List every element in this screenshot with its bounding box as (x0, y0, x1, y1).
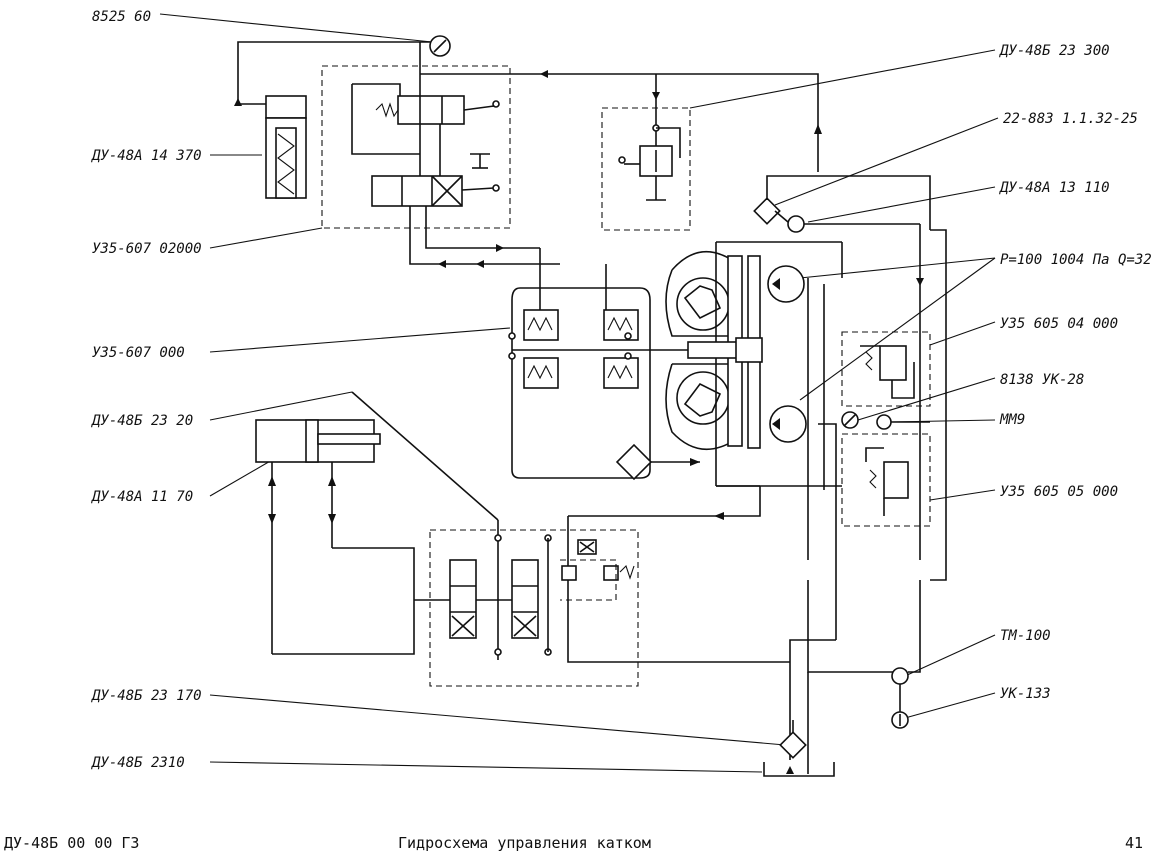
page-number: 41 (1125, 834, 1143, 852)
label-22-883: 22-883 1.1.32-25 (1003, 111, 1138, 127)
label-du48b-2320: ДУ-48Б 23 20 (91, 413, 193, 429)
relief-valve-23300 (601, 74, 691, 231)
valve-block-02000 (321, 65, 560, 268)
label-du48b-23300: ДУ-48Б 23 300 (999, 43, 1110, 59)
label-tm100: ТМ-100 (1000, 628, 1051, 644)
label-du48a-14370: ДУ-48А 14 370 (91, 148, 202, 164)
label-u35-607-000: У35-607 000 (92, 345, 185, 361)
label-du48b-2310: ДУ-48Б 2310 (91, 755, 185, 771)
sensor-uk133 (891, 711, 909, 729)
return-filter-23170 (779, 720, 807, 759)
doc-code: ДУ-48Б 00 00 ГЗ (4, 834, 139, 852)
label-u35-605-05000: У35 605 05 000 (1000, 484, 1118, 500)
valve-605-04 (841, 331, 931, 407)
torque-converter (665, 241, 842, 487)
pump-upper (767, 265, 805, 303)
label-u35-607-02000: У35-607 02000 (92, 241, 202, 257)
label-8138-uk28: 8138 УК-28 (1000, 372, 1084, 388)
servo-block-607000 (508, 248, 760, 481)
top-lines (234, 41, 822, 172)
gauge-uk28 (841, 411, 859, 429)
check-valve-13110 (774, 210, 920, 278)
leader-lines (159, 13, 999, 773)
label-pressure-flow: Р=100 1004 Па Q=32 (1000, 252, 1152, 268)
diagram-title: Гидросхема управления катком (398, 834, 651, 852)
label-du48a-1170: ДУ-48А 11 70 (91, 489, 193, 505)
label-mm9: ММ9 (999, 412, 1025, 428)
right-piping (714, 224, 947, 760)
label-du48a-13110: ДУ-48А 13 110 (999, 180, 1110, 196)
ram-cylinder-14370 (265, 95, 307, 199)
indicator-mm9 (876, 414, 930, 430)
label-du48b-23170: ДУ-48Б 23 170 (91, 688, 202, 704)
label-8525-60: 8525 60 (92, 9, 151, 25)
label-u35-605-04000: У35 605 04 000 (1000, 316, 1118, 332)
pressure-gauge-8525 (429, 35, 451, 57)
pump-lower (769, 405, 807, 443)
label-uk133: УК-133 (1000, 686, 1051, 702)
distributor-block (414, 515, 790, 687)
thermometer-tm100 (891, 667, 909, 712)
filter-22883 (753, 175, 931, 230)
tank-2310 (763, 672, 835, 777)
steering-cylinder-2320 (255, 391, 499, 655)
valve-605-05 (841, 433, 931, 527)
